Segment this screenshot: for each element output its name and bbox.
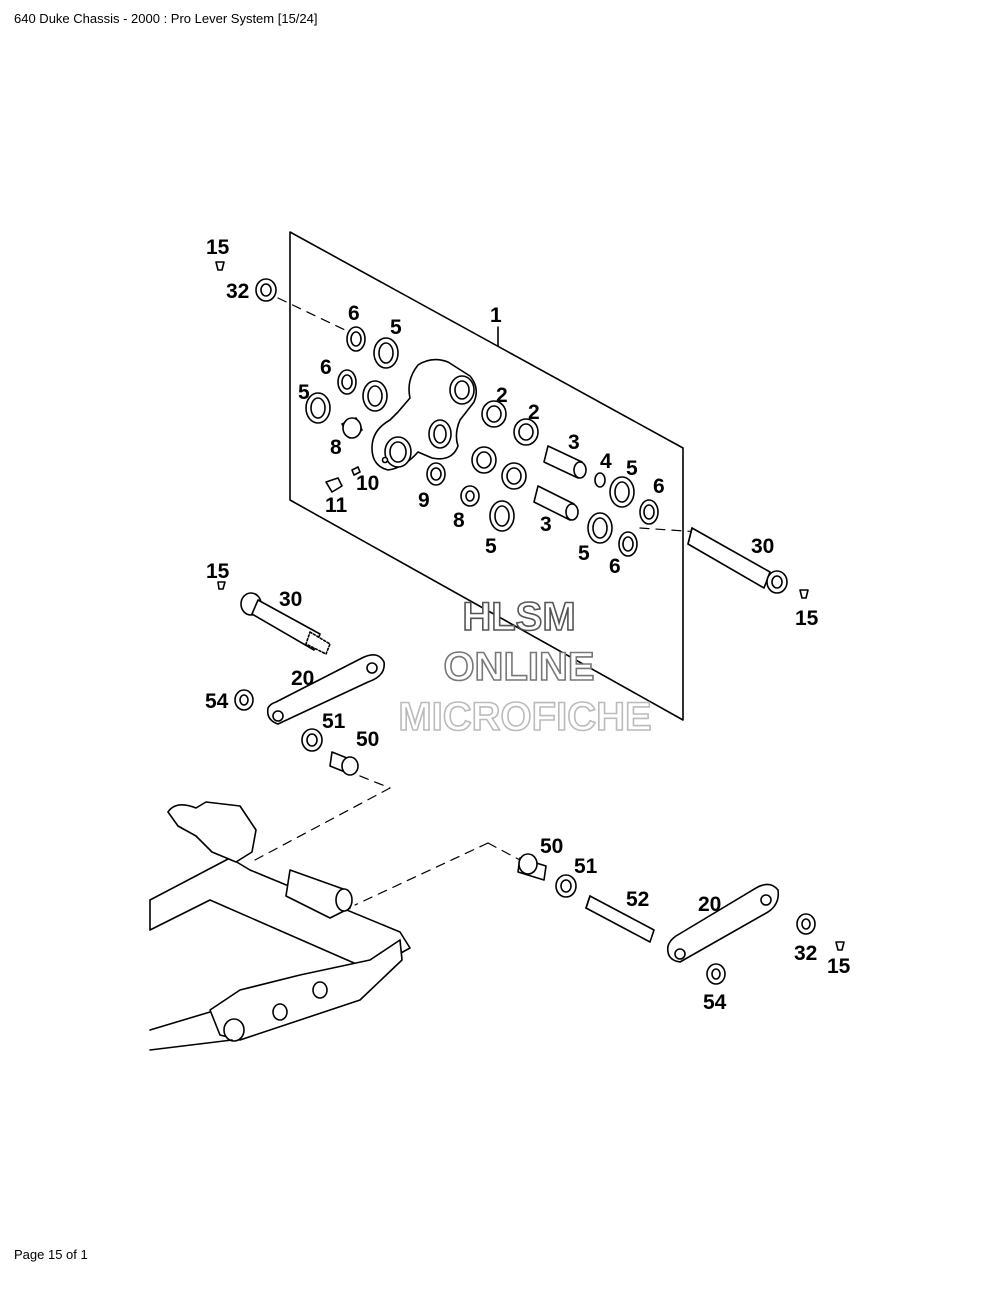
bearing-50-right bbox=[517, 853, 547, 881]
callout-30: 30 bbox=[279, 588, 302, 611]
pin-52 bbox=[585, 895, 655, 943]
callout-32: 32 bbox=[794, 942, 817, 965]
bushing-left bbox=[325, 417, 363, 493]
callout-54: 54 bbox=[205, 690, 229, 713]
callout-11: 11 bbox=[325, 494, 348, 517]
callout-8: 8 bbox=[330, 436, 342, 459]
seals-bearings-upper bbox=[305, 326, 399, 424]
callouts: 1 2 2 3 3 4 5 5 5 5 5 6 6 6 6 8 8 9 10 1… bbox=[205, 236, 851, 1014]
callout-15: 15 bbox=[206, 560, 230, 583]
callout-50: 50 bbox=[540, 835, 563, 858]
bolt-left bbox=[217, 581, 331, 655]
callout-5: 5 bbox=[626, 457, 638, 480]
callout-10: 10 bbox=[356, 472, 379, 495]
watermark-line1: HLSM bbox=[462, 595, 575, 639]
callout-5: 5 bbox=[485, 535, 497, 558]
callout-6: 6 bbox=[348, 302, 360, 325]
callout-51: 51 bbox=[322, 710, 346, 733]
callout-4: 4 bbox=[600, 450, 612, 473]
page-title: 640 Duke Chassis - 2000 : Pro Lever Syst… bbox=[14, 11, 318, 26]
frame-section bbox=[149, 801, 411, 1051]
bolt-right bbox=[687, 527, 809, 599]
seal-51-right bbox=[555, 874, 577, 898]
callout-6: 6 bbox=[609, 555, 621, 578]
seals-bearings-right bbox=[426, 462, 659, 557]
callout-6: 6 bbox=[320, 356, 332, 379]
seal-bearing-left-lower bbox=[301, 728, 359, 776]
watermark-line3: MICROFICHE bbox=[398, 695, 651, 739]
callout-50: 50 bbox=[356, 728, 379, 751]
callout-51: 51 bbox=[574, 855, 598, 878]
nuts-top-left bbox=[215, 261, 277, 302]
pro-lever-body bbox=[371, 358, 478, 471]
kit-frame bbox=[289, 231, 684, 721]
callout-2: 2 bbox=[496, 384, 508, 407]
callout-15: 15 bbox=[206, 236, 230, 259]
callout-52: 52 bbox=[626, 888, 649, 911]
link-rod-right bbox=[666, 883, 780, 963]
callout-15: 15 bbox=[795, 607, 819, 630]
callout-5: 5 bbox=[578, 542, 590, 565]
nut-54-left bbox=[234, 689, 254, 711]
callout-1: 1 bbox=[490, 304, 502, 327]
callout-5: 5 bbox=[390, 316, 402, 339]
callout-6: 6 bbox=[653, 475, 665, 498]
watermark: HLSM ONLINE MICROFICHE bbox=[398, 594, 653, 740]
callout-30: 30 bbox=[751, 535, 774, 558]
callout-8: 8 bbox=[453, 509, 465, 532]
page-footer: Page 15 of 1 bbox=[14, 1247, 88, 1262]
link-rod-left bbox=[266, 654, 385, 725]
callout-5: 5 bbox=[298, 381, 310, 404]
callout-15: 15 bbox=[827, 955, 851, 978]
callout-3: 3 bbox=[568, 431, 580, 454]
nuts-bottom-right bbox=[706, 913, 845, 985]
callout-3: 3 bbox=[540, 513, 552, 536]
callout-20: 20 bbox=[291, 667, 314, 690]
callout-54: 54 bbox=[703, 991, 727, 1014]
callout-32: 32 bbox=[226, 280, 249, 303]
callout-20: 20 bbox=[698, 893, 721, 916]
callout-2: 2 bbox=[528, 401, 540, 424]
needle-bearings bbox=[471, 400, 539, 490]
bushes bbox=[533, 445, 587, 521]
watermark-line2: ONLINE bbox=[443, 645, 594, 689]
washer bbox=[594, 472, 606, 488]
callout-9: 9 bbox=[418, 489, 430, 512]
